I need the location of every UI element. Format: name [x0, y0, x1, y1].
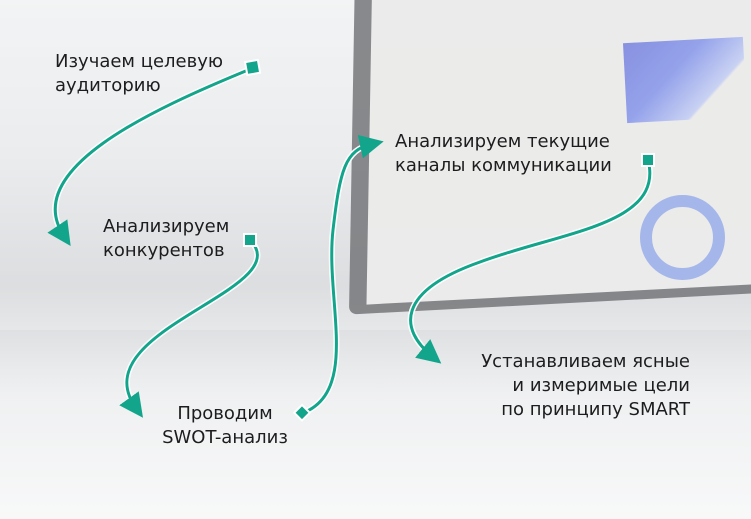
step-swot: Проводим SWOT-анализ	[145, 402, 305, 450]
arrow-3	[301, 134, 384, 415]
step-line: аудиторию	[55, 75, 161, 96]
step-line: каналы коммуникации	[395, 155, 612, 176]
step-line: SWOT-анализ	[162, 427, 288, 448]
arrow-1	[47, 66, 255, 246]
step-line: Устанавливаем ясные	[481, 351, 690, 372]
step-line: Проводим	[177, 403, 273, 424]
step-line: Анализируем текущие	[395, 131, 610, 152]
arrow-2	[119, 238, 259, 418]
arrow-2-outline	[123, 237, 261, 411]
start-square-4	[641, 153, 655, 167]
step-line: конкурентов	[103, 240, 225, 261]
step-competitors: Анализируем конкурентов	[103, 215, 229, 263]
arrow-4	[409, 158, 652, 364]
step-line: Изучаем целевую	[55, 51, 224, 72]
step-line: и измеримые цели	[512, 375, 690, 396]
start-square-1	[243, 58, 262, 77]
step-channels: Анализируем текущие каналы коммуникации	[395, 130, 612, 178]
arrow-4-outline	[407, 157, 653, 359]
step-line: по принципу SMART	[501, 399, 690, 420]
start-square-2	[243, 233, 257, 247]
step-target-audience: Изучаем целевую аудиторию	[55, 50, 223, 98]
step-smart-goals: Устанавливаем ясные и измеримые цели по …	[450, 350, 690, 422]
arrow-3-outline	[300, 141, 375, 416]
step-line: Анализируем	[103, 216, 230, 237]
start-diamond-3	[292, 403, 312, 422]
